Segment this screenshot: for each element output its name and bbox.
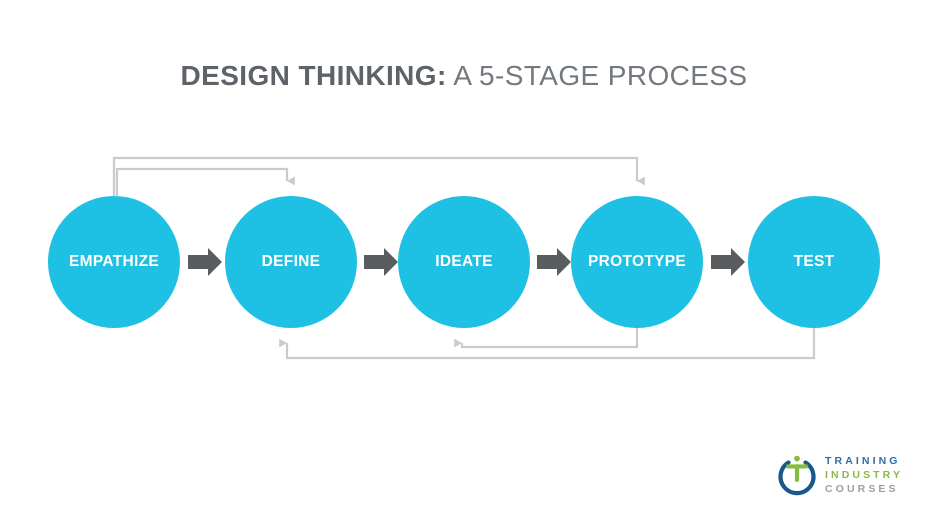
stage-circle-define[interactable]: DEFINE [225,196,357,328]
title-bold-part: DESIGN THINKING: [180,60,447,91]
stage-label: TEST [793,253,835,271]
logo-line-industry: INDUSTRY [825,469,904,482]
stage-label: EMPATHIZE [69,253,159,271]
page-title: DESIGN THINKING: A 5-STAGE PROCESS [0,60,928,92]
stage-circle-test[interactable]: TEST [748,196,880,328]
forward-arrow-define-ideate [364,248,398,276]
stage-circle-empathize[interactable]: EMPATHIZE [48,196,180,328]
forward-arrow-prototype-test [711,248,745,276]
feedback-loop-test-to-define [279,328,816,360]
title-light-part: A 5-STAGE PROCESS [446,60,748,91]
feedback-loop-empathize-to-prototype [112,156,645,196]
feedback-loop-prototype-to-ideate [454,328,639,349]
forward-arrow-ideate-prototype [537,248,571,276]
feedback-loop-empathize-to-define [115,167,295,196]
logo-mark-icon [778,455,816,496]
logo-line-courses: COURSES [825,482,899,495]
stage-circle-ideate[interactable]: IDEATE [398,196,530,328]
stage-label: PROTOTYPE [587,253,687,271]
training-industry-courses-logo[interactable]: TRAINING INDUSTRY COURSES [775,450,910,502]
logo-line-training: TRAINING [825,455,901,468]
forward-arrow-empathize-define [188,248,222,276]
stage-label: IDEATE [435,253,493,271]
stage-label: DEFINE [261,253,321,271]
stage-circle-prototype[interactable]: PROTOTYPE [571,196,703,328]
logo-wordmark: TRAINING INDUSTRY COURSES [825,455,903,497]
